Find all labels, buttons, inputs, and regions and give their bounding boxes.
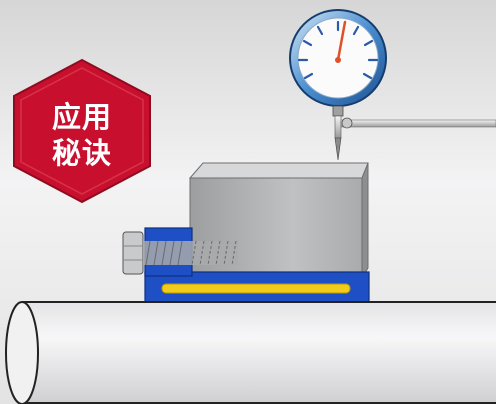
pipe-cylinder (5, 301, 496, 404)
blue-base-fixture (144, 227, 370, 305)
gauge-needle (336, 20, 347, 62)
clamp-bolt (122, 231, 238, 275)
badge-title-line2: 秘诀 (51, 136, 112, 170)
badge-title-line1: 应用 (51, 100, 112, 134)
dial-indicator-icon (289, 9, 496, 161)
hexagon-badge-icon (13, 58, 151, 204)
